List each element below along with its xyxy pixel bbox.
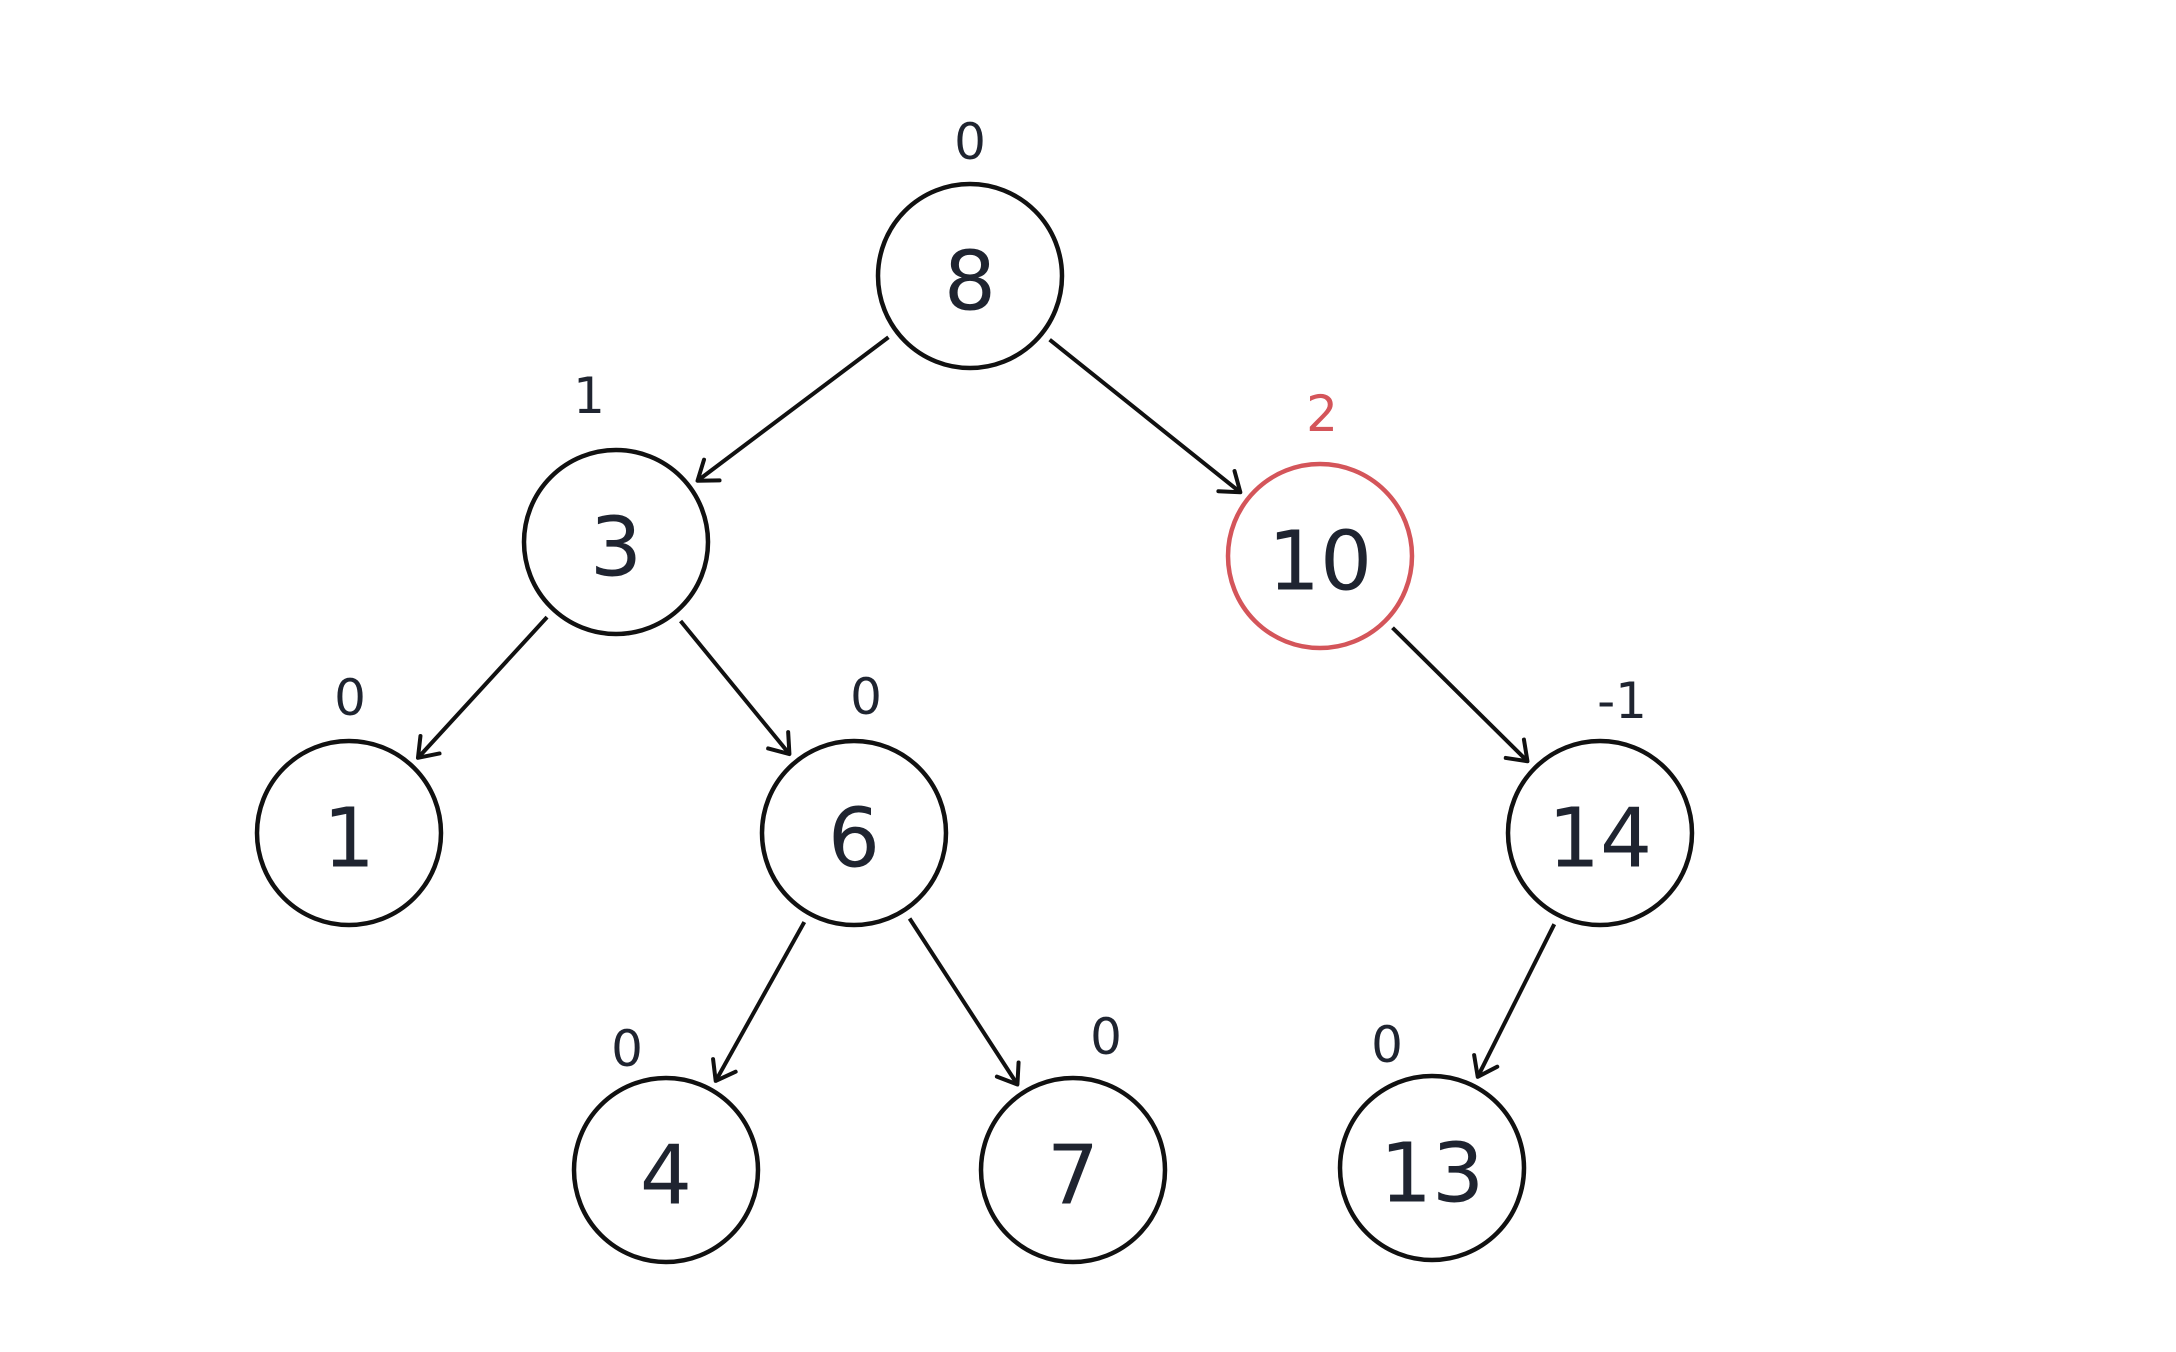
edge-n6-n4 [711,921,807,1083]
edge-line [1048,338,1242,494]
arrow-head-icon [415,733,442,760]
tree-node-4: 40 [571,1020,761,1265]
tree-node-3: 31 [521,367,711,637]
node-circle [571,1075,761,1265]
node-circle [759,738,949,928]
node-value: 14 [1548,792,1652,887]
balance-factor-label: 0 [611,1020,643,1078]
edge-line [1475,923,1557,1078]
node-circle [875,181,1065,371]
edge-line [907,917,1020,1086]
tree-node-7: 70 [978,1008,1168,1265]
edge-line [1391,626,1529,763]
balance-factor-label: -1 [1597,672,1647,730]
node-circle [1505,738,1695,928]
arrow-head-icon [1503,737,1530,764]
arrow-head-icon [994,1060,1021,1087]
balance-factor-label: 0 [1090,1008,1122,1066]
balance-factor-label: 1 [573,367,605,425]
tree-node-10: 10 2 [1225,385,1415,651]
node-circle [521,447,711,637]
node-circle [254,738,444,928]
edge-n8-n3 [695,335,890,483]
node-value: 3 [590,501,642,596]
arrow-head-icon [695,457,722,483]
tree-node-13: 13 0 [1337,1016,1527,1263]
edge-n8-n10 [1048,338,1243,495]
node-circle [1225,461,1415,651]
node-value: 7 [1047,1129,1099,1224]
edge-line [713,921,807,1082]
node-circle [1337,1073,1527,1263]
tree-edges [415,335,1557,1087]
edge-line [679,619,791,756]
balance-factor-label: 0 [334,669,366,727]
edge-n6-n7 [907,917,1021,1087]
balance-factor-label: 2 [1306,385,1338,443]
tree-node-14: 14 -1 [1505,672,1695,928]
arrow-head-icon [1472,1053,1500,1079]
node-value: 6 [828,792,880,887]
edge-n3-n6 [679,619,792,757]
edge-n14-n13 [1472,923,1557,1079]
node-circle [978,1075,1168,1265]
node-value: 8 [944,235,996,330]
edge-n10-n14 [1391,626,1530,764]
tree-node-1: 10 [254,669,444,928]
balance-factor-label: 0 [954,113,986,171]
edge-n3-n1 [415,615,549,760]
tree-node-6: 60 [759,668,949,928]
node-value: 1 [323,792,375,887]
node-value: 10 [1268,515,1372,610]
arrow-head-icon [766,730,792,757]
tree-node-8: 80 [875,113,1065,371]
node-value: 13 [1380,1127,1484,1222]
arrow-head-icon [1216,469,1243,495]
arrow-head-icon [711,1057,738,1083]
balance-factor-label: 0 [850,668,882,726]
edge-line [696,335,890,483]
node-value: 4 [640,1129,692,1224]
edge-line [416,615,549,760]
balance-factor-label: 0 [1371,1016,1403,1074]
